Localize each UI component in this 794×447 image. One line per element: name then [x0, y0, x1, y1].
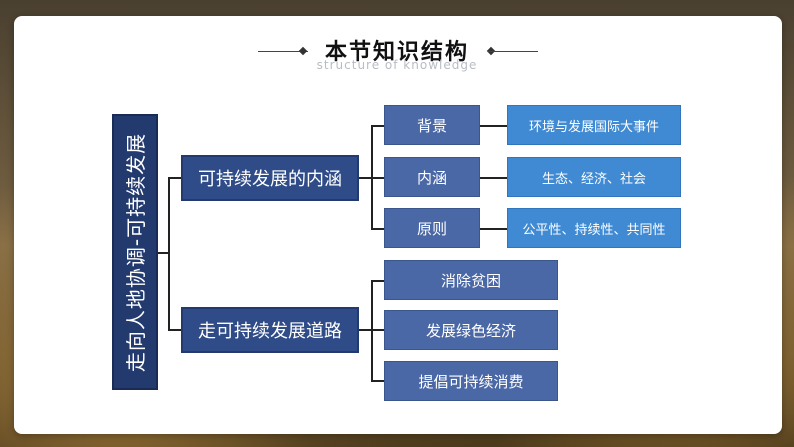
connector — [359, 177, 371, 179]
path-node-label: 消除贫困 — [440, 271, 501, 290]
detail-node-label: 公平性、持续性、共同性 — [522, 222, 666, 238]
branch-node-label: 走可持续发展道路 — [198, 321, 342, 342]
connector — [371, 177, 384, 179]
connector — [371, 329, 384, 331]
path-node-green-economy: 发展绿色经济 — [384, 310, 558, 350]
path-node-consumption: 提倡可持续消费 — [384, 361, 558, 401]
concept-node-label: 背景 — [416, 116, 447, 135]
title-deco-line-right — [488, 51, 538, 52]
concept-node-connotation: 内涵 — [384, 157, 480, 197]
detail-node-label: 生态、经济、社会 — [541, 171, 646, 187]
connector — [359, 329, 371, 331]
detail-node-dimensions: 生态、经济、社会 — [507, 157, 681, 197]
connector — [371, 380, 384, 382]
concept-node-background: 背景 — [384, 105, 480, 145]
page-title: 本节知识结构 — [324, 40, 469, 65]
root-node: 走向人地协调-可持续发展 — [112, 114, 158, 390]
connector — [371, 125, 384, 127]
page-subtitle: structure of knowledge — [316, 58, 478, 72]
connector — [480, 125, 507, 127]
root-node-label: 走向人地协调-可持续发展 — [124, 132, 149, 372]
path-node-poverty: 消除贫困 — [384, 260, 558, 300]
connector — [168, 177, 181, 179]
detail-node-principles: 公平性、持续性、共同性 — [507, 208, 681, 248]
connector — [371, 280, 384, 282]
connector — [158, 252, 168, 254]
path-node-label: 发展绿色经济 — [425, 321, 516, 340]
connector — [371, 228, 384, 230]
concept-node-label: 内涵 — [416, 168, 447, 187]
path-node-label: 提倡可持续消费 — [418, 372, 524, 391]
connector — [480, 177, 507, 179]
branch-node-label: 可持续发展的内涵 — [198, 169, 342, 190]
connector — [480, 228, 507, 230]
branch-node-connotation: 可持续发展的内涵 — [181, 155, 359, 201]
connector — [168, 329, 181, 331]
branch-node-path: 走可持续发展道路 — [181, 307, 359, 353]
concept-node-label: 原则 — [416, 219, 447, 238]
concept-node-principle: 原则 — [384, 208, 480, 248]
title-deco-line-left — [258, 51, 308, 52]
detail-node-label: 环境与发展国际大事件 — [528, 119, 659, 135]
connector — [168, 177, 170, 329]
detail-node-events: 环境与发展国际大事件 — [507, 105, 681, 145]
